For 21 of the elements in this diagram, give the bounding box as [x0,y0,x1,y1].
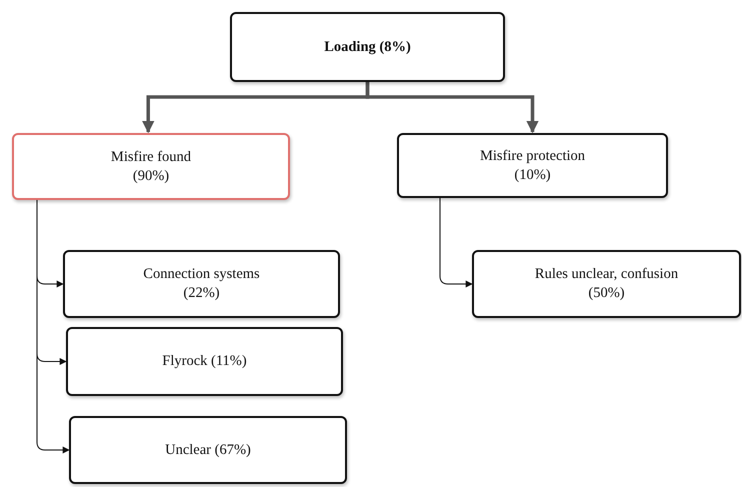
box-label: Loading (8%) [324,38,411,56]
process-box [66,327,343,396]
process-box [12,133,290,200]
box-label: (50%) [588,284,625,303]
box-label: Rules unclear, confusion [534,265,678,284]
box-label: Misfire found [110,148,192,166]
process-box [69,416,347,484]
box-label: (22%) [183,284,220,303]
box-label: Connection systems [143,265,260,284]
box-label: Flyrock (11%) [162,352,247,371]
process-box [230,12,505,82]
process-box [472,250,741,318]
box-label: (90%) [132,166,170,186]
box-label: (10%) [514,166,551,184]
process-box [63,250,340,318]
box-label: Unclear (67%) [165,440,251,460]
process-box [397,133,668,198]
arrow [36,200,70,454]
box-label: Misfire protection [480,146,586,166]
arrow [366,82,539,134]
arrow [440,198,473,288]
